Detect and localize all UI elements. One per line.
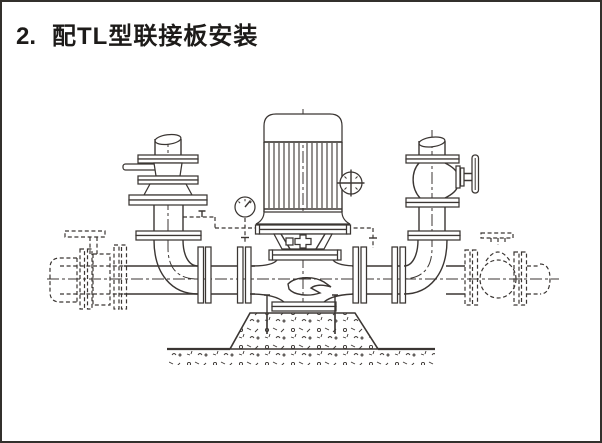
coupling-cross	[294, 234, 312, 249]
page-title: 2. 配TL型联接板安装	[16, 16, 258, 51]
tl-connection-plate	[254, 224, 352, 250]
centerlines	[47, 109, 559, 313]
left-flexible-coupling-dashed	[49, 230, 128, 310]
foundation	[167, 312, 435, 365]
left-shutoff-valve	[122, 133, 208, 241]
check-valve-dashed	[464, 232, 551, 306]
foundation-block	[228, 312, 380, 350]
discharge-flange-pairs	[352, 246, 407, 304]
right-elbow	[403, 239, 448, 295]
gauge-needle	[244, 200, 252, 208]
coupling-handle-dashed	[64, 230, 106, 238]
motor-terminal-box	[337, 169, 365, 197]
right-shutoff-valve	[405, 136, 480, 241]
left-elbow	[153, 239, 199, 295]
section-title: 配TL型联接板安装	[52, 23, 259, 50]
section-number: 2.	[16, 23, 37, 50]
volute-swirl	[287, 277, 332, 296]
pressure-gauge	[234, 196, 256, 218]
pump-motor	[255, 113, 351, 225]
gauge-piping-dashed	[183, 210, 377, 248]
suction-flange-pairs	[197, 246, 252, 304]
